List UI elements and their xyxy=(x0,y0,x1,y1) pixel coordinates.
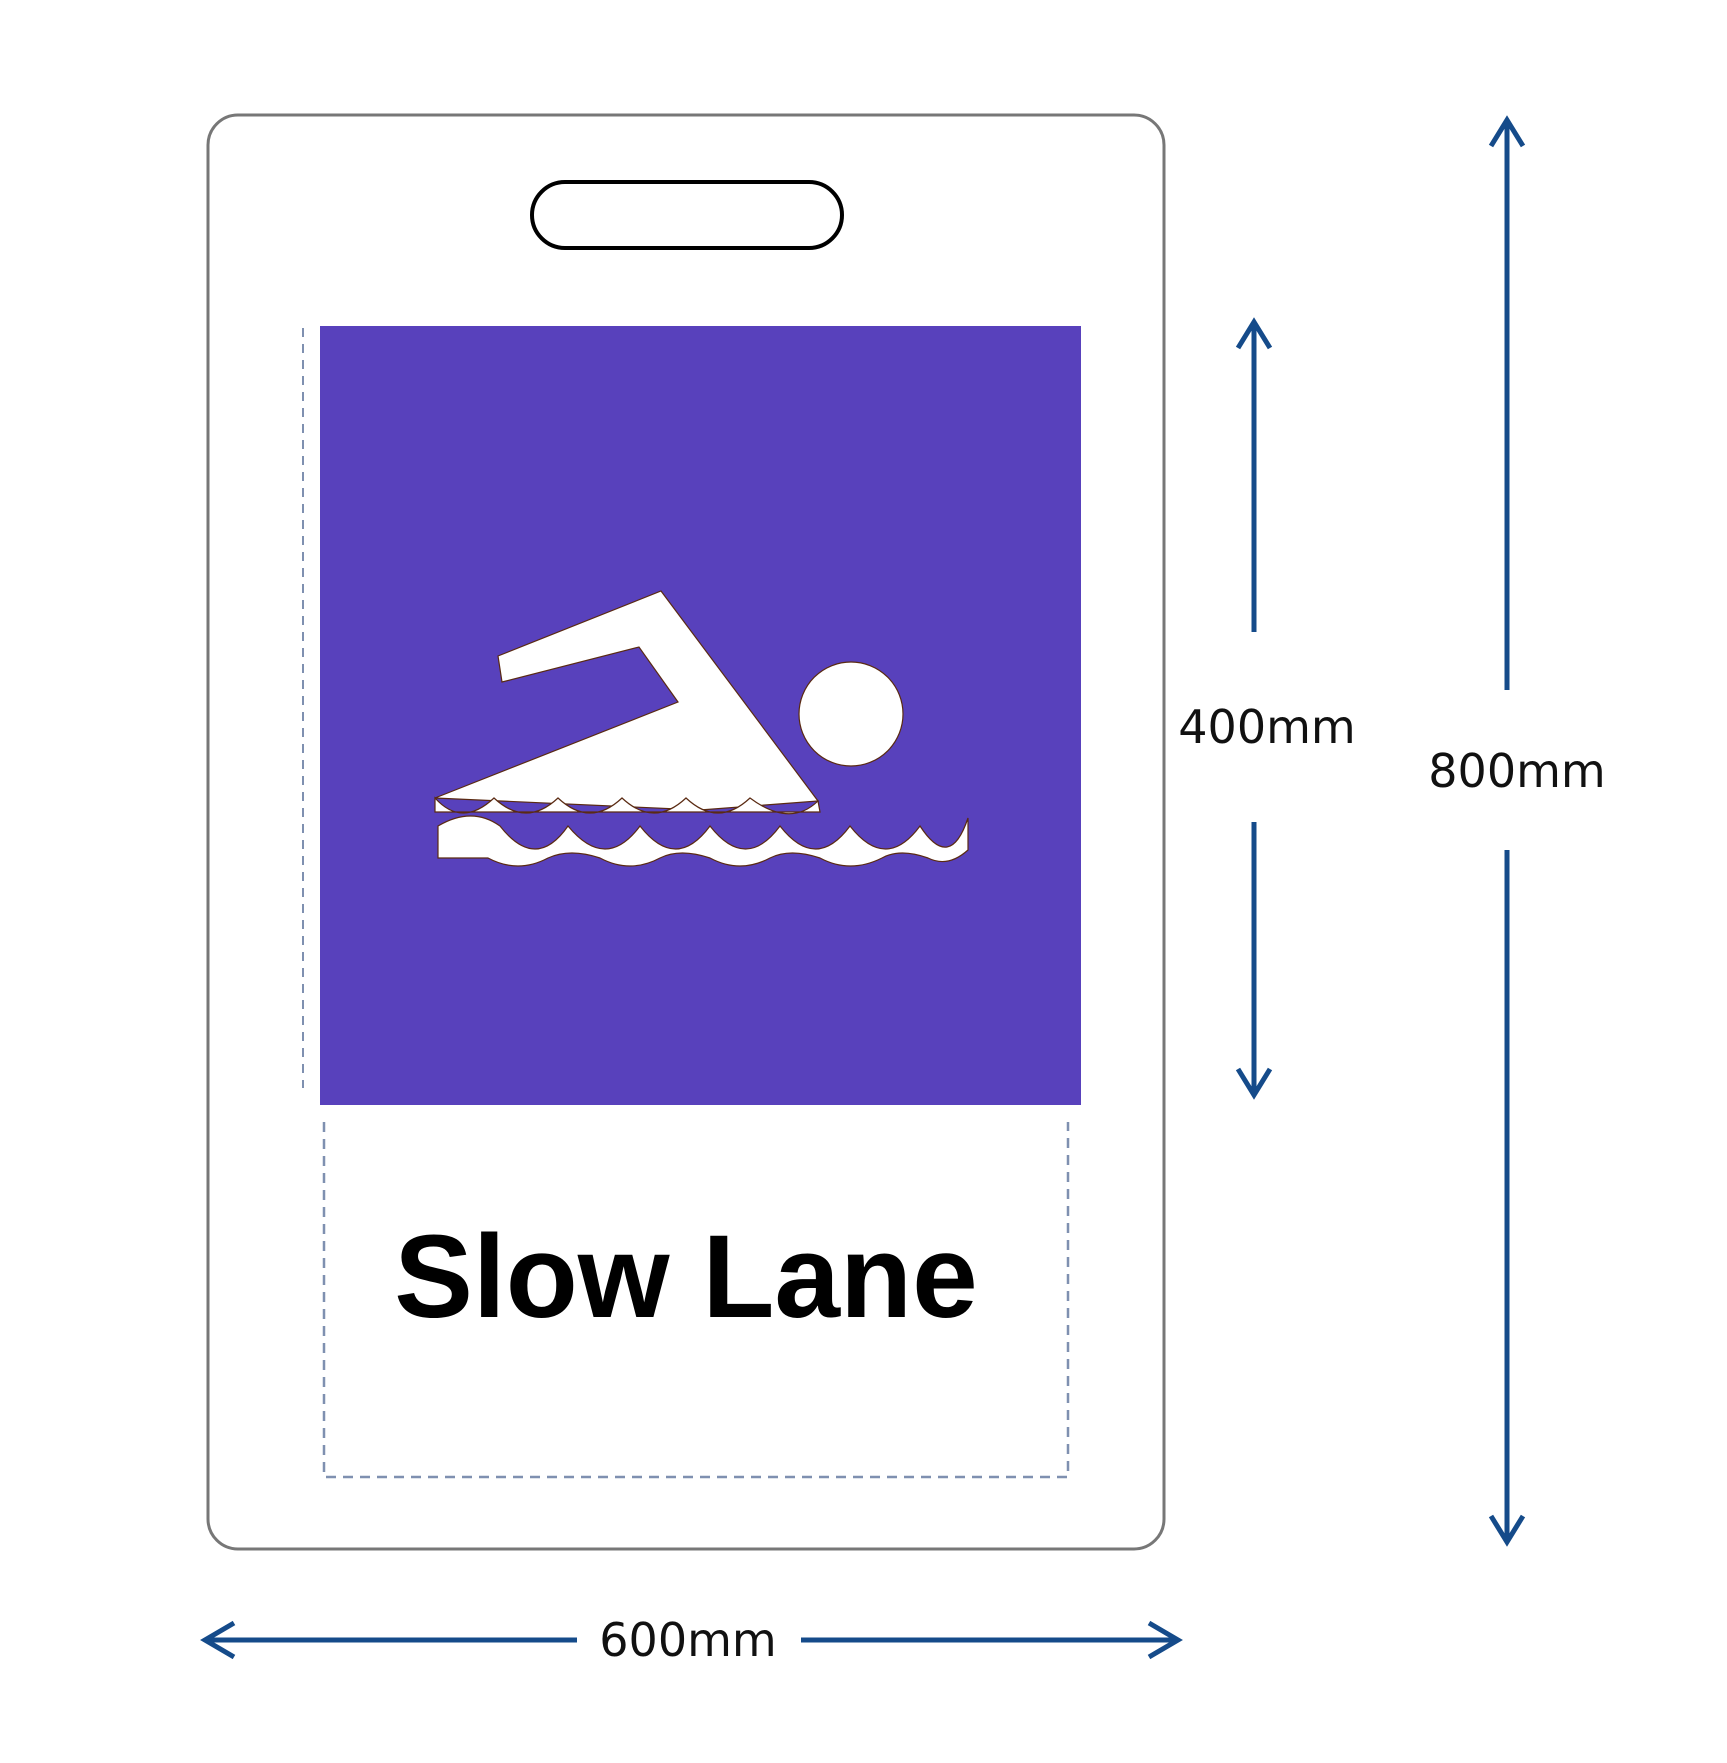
panel-height-label: 400mm xyxy=(1178,700,1355,754)
panel-height-dimension: 400mm xyxy=(1178,317,1356,1100)
handle-slot xyxy=(530,180,844,250)
total-height-label: 800mm xyxy=(1428,744,1605,798)
width-dimension: 600mm xyxy=(200,1613,1183,1667)
width-arrowhead-right xyxy=(1147,1620,1183,1660)
lower-wave xyxy=(437,815,969,867)
total-height-dimension: 800mm xyxy=(1428,115,1606,1547)
panel-height-arrowhead-bottom xyxy=(1235,1067,1273,1100)
width-label: 600mm xyxy=(599,1613,776,1667)
total-height-arrowhead-bottom xyxy=(1488,1514,1526,1547)
width-arrowhead-left xyxy=(200,1620,236,1660)
swimmer-icon xyxy=(434,590,969,867)
sign-board: Slow Lane xyxy=(206,113,1166,1551)
panel-height-arrowhead-top xyxy=(1235,317,1273,350)
upper-wave xyxy=(434,796,821,815)
total-height-arrowhead-top xyxy=(1488,115,1526,148)
text-area-guide xyxy=(322,1122,1070,1479)
swimmer-head xyxy=(798,661,904,767)
sign-text: Slow Lane xyxy=(394,1211,978,1343)
